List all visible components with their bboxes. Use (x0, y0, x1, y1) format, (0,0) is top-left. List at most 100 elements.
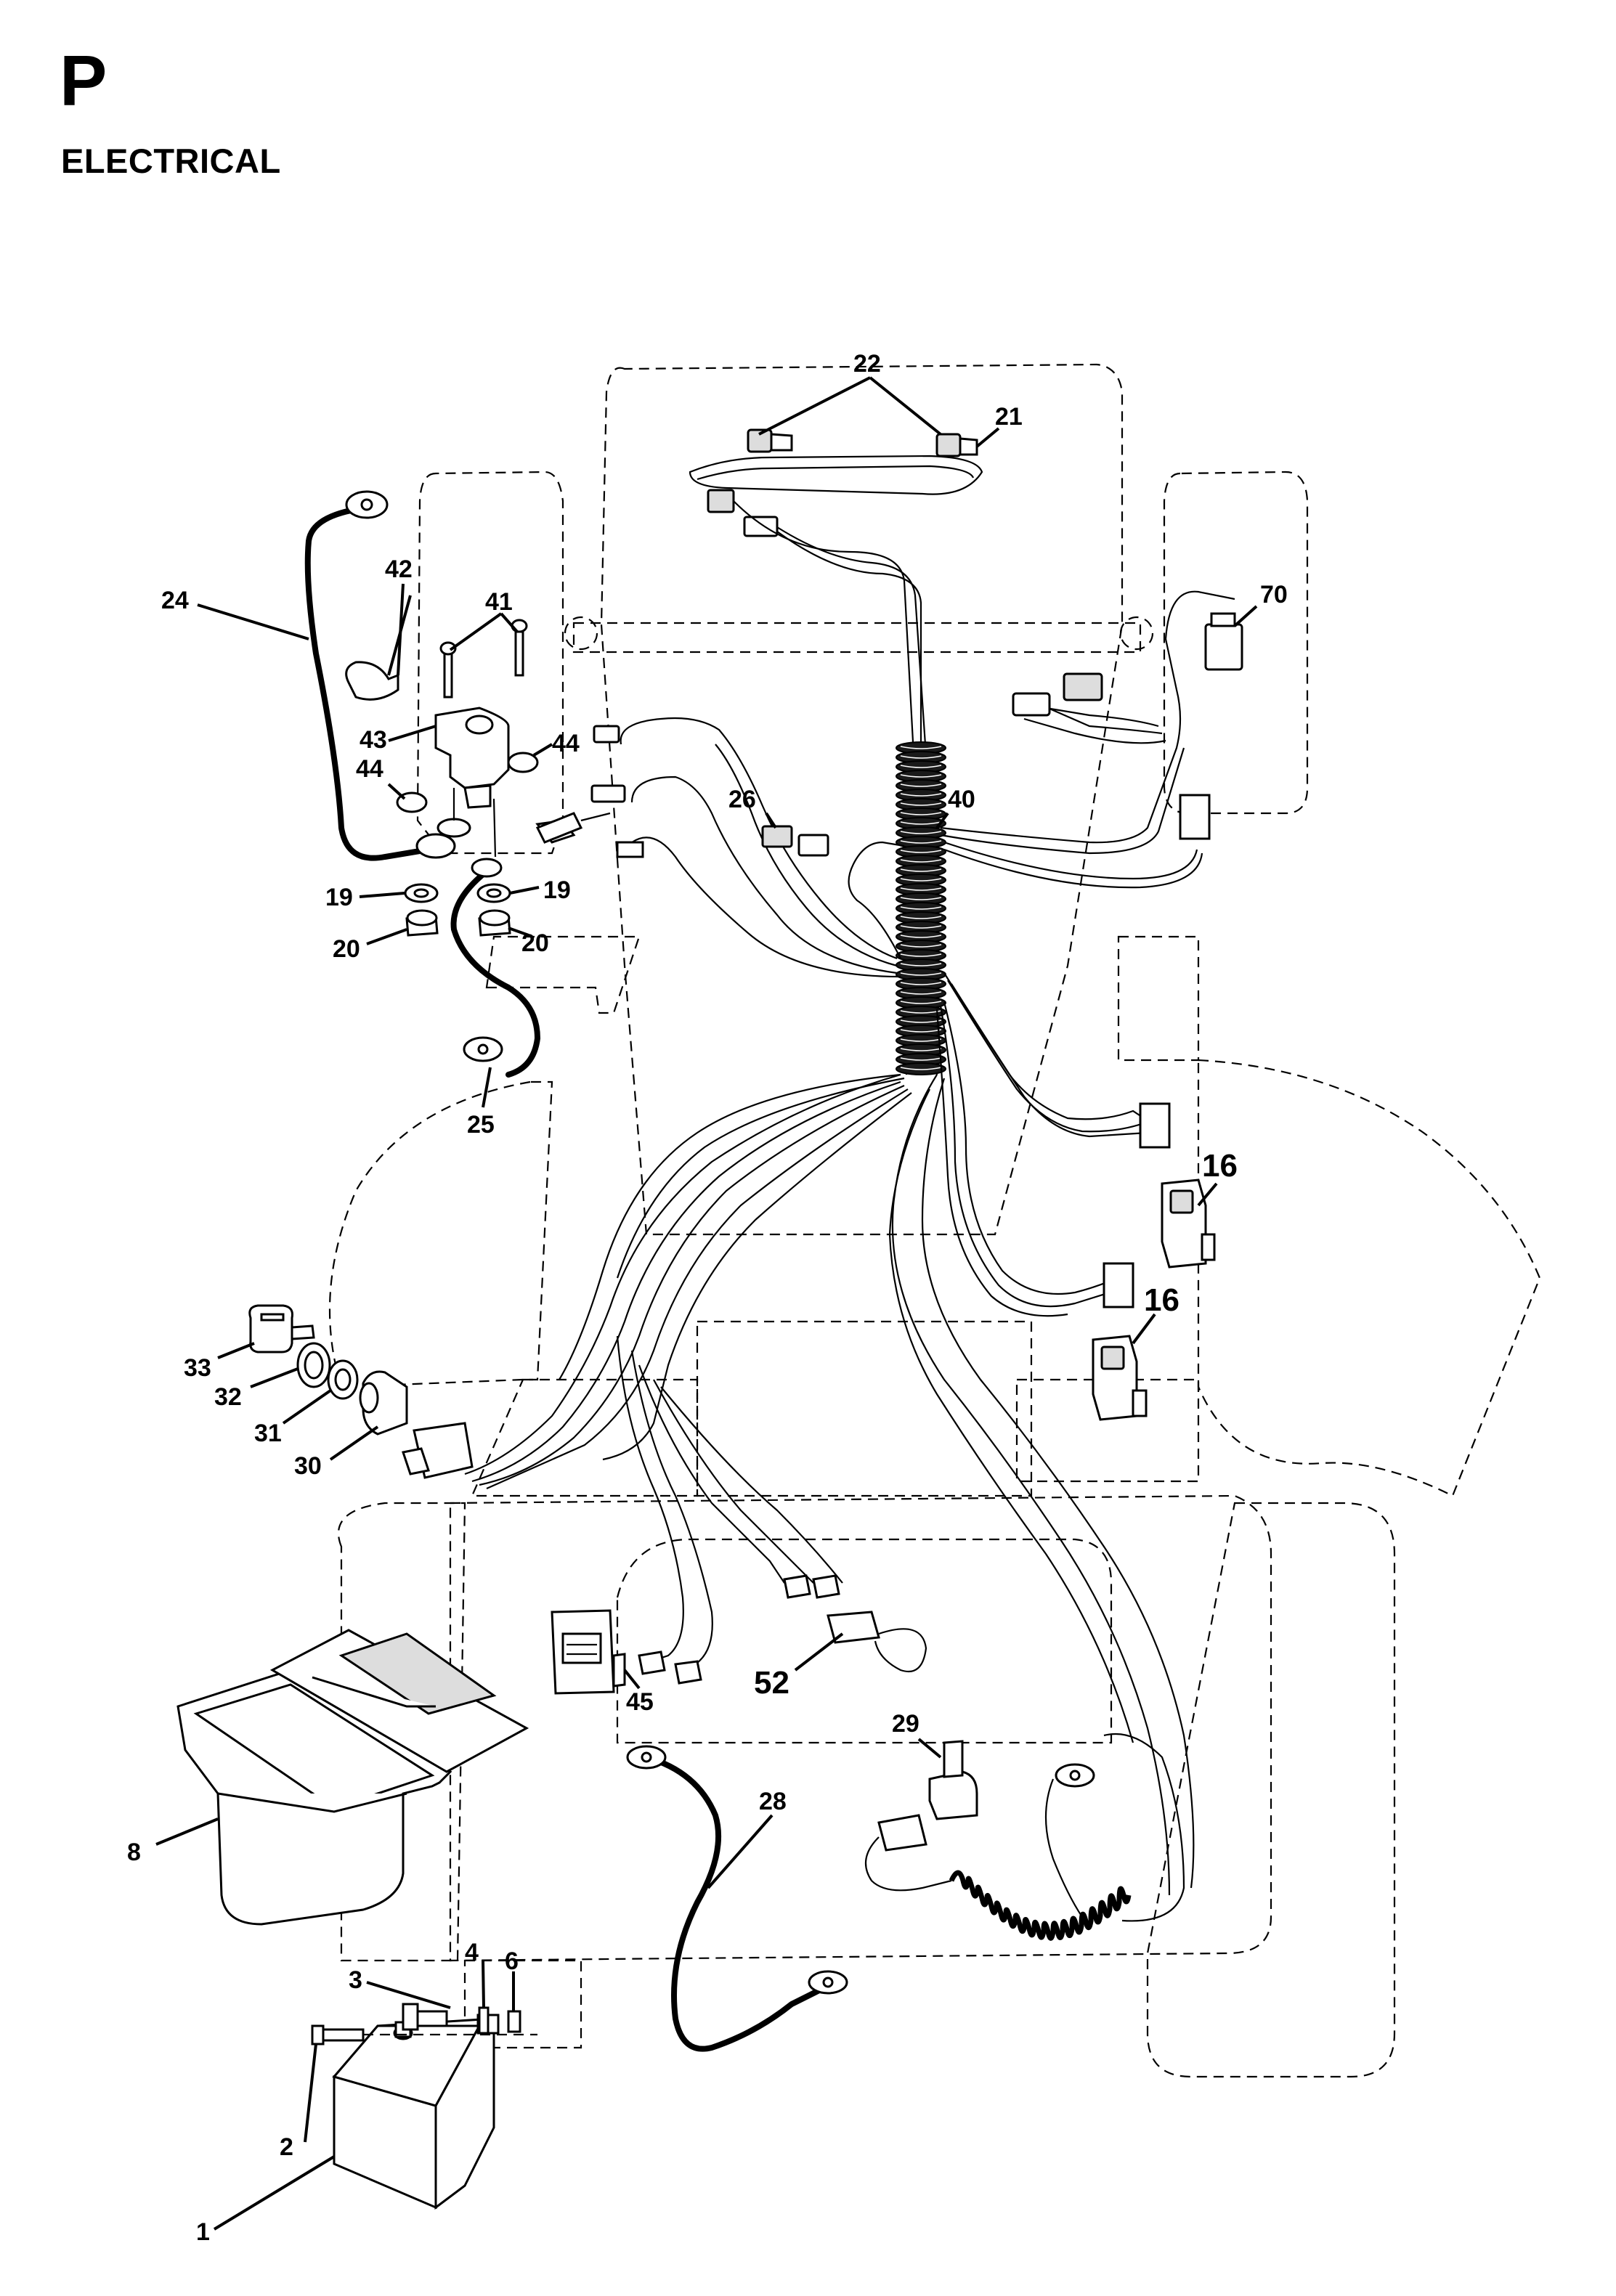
callout-labels: 1 2 3 4 6 8 16 16 19 19 20 20 21 22 24 2… (127, 350, 1288, 2246)
right-harness (940, 590, 1243, 889)
connector-right-side (1179, 794, 1211, 840)
callout-20-right: 20 (521, 929, 549, 957)
callout-44-right: 44 (552, 730, 580, 757)
callout-19-left: 19 (325, 884, 353, 911)
tubing-ring-highlight (900, 953, 942, 957)
leader-lines (155, 376, 1258, 2231)
callout-19-right: 19 (543, 876, 571, 904)
tubing-ring-highlight (900, 783, 942, 787)
callout-45: 45 (626, 1688, 654, 1716)
connector-26a (761, 825, 793, 848)
callout-8: 8 (127, 1839, 141, 1866)
callout-33: 33 (184, 1354, 211, 1382)
bolt-41b (514, 630, 524, 677)
callout-20-left: 20 (333, 935, 360, 963)
lower-frame-right (1146, 1502, 1396, 2078)
tubing-ring-highlight (900, 831, 942, 834)
tubing-ring-highlight (900, 963, 942, 966)
callout-2: 2 (280, 2133, 293, 2161)
battery (311, 2003, 537, 2210)
section-title: ELECTRICAL (61, 142, 281, 180)
cap-42 (345, 661, 399, 701)
battery-cable-24 (304, 505, 431, 861)
tubing-ring-highlight (900, 906, 942, 910)
battery-tray-frame (463, 1959, 582, 2049)
tubing-ring-highlight (900, 774, 942, 778)
callout-41: 41 (485, 588, 513, 616)
key-33 (248, 1304, 293, 1353)
harness-connector-mid (743, 516, 779, 537)
connector-70-lead-b (1012, 692, 1051, 717)
left-fender-frame (416, 471, 564, 855)
headlight-harness (689, 428, 983, 756)
lower-connector-b (812, 1574, 840, 1599)
terminal-24-low (415, 833, 456, 859)
main-harness-trunk (896, 741, 946, 1075)
terminal-25-top (471, 858, 503, 878)
switch-connector-lower (1103, 1262, 1134, 1308)
meter-and-fuse (551, 1609, 927, 1695)
callout-4: 4 (465, 1939, 479, 1966)
tubing-ring-highlight (900, 793, 942, 797)
bolt-41a (443, 652, 453, 699)
callout-42: 42 (385, 555, 413, 583)
switch-16-parts (1092, 1178, 1216, 1421)
callout-25: 25 (467, 1111, 495, 1139)
callout-16-upper: 16 (1202, 1148, 1238, 1184)
seat-connector (877, 1814, 927, 1852)
tubing-ring-highlight (900, 935, 942, 938)
right-wheel-arc (1197, 1059, 1541, 1497)
section-letter: P (60, 41, 107, 121)
pivot-right (1119, 616, 1154, 651)
tubing-ring-highlight (900, 1038, 942, 1042)
tubing-ring-highlight (900, 991, 942, 995)
callout-40: 40 (948, 786, 975, 813)
lower-inner-left (616, 1538, 1113, 1744)
pivot-left (564, 616, 598, 651)
tubing-ring-highlight (900, 850, 942, 853)
switch-connector-upper (1139, 1102, 1171, 1149)
headlight-socket-right (935, 433, 962, 457)
connector-70-lead (1063, 672, 1103, 701)
callout-31: 31 (254, 1420, 282, 1447)
callout-24: 24 (161, 587, 189, 614)
switch-branches (935, 972, 1171, 1317)
ignition-parts (248, 1304, 408, 1436)
tubing-ring-highlight (900, 755, 942, 759)
cable-28 (626, 1745, 848, 2052)
terminal-mid (437, 818, 471, 838)
loop-52 (874, 1628, 927, 1672)
tubing-ring-highlight (900, 878, 942, 882)
tubing-ring-highlight (900, 897, 942, 900)
tubing-ring-highlight (900, 802, 942, 806)
callout-52: 52 (754, 1665, 789, 1701)
dash-crossbar (572, 622, 1142, 654)
seat-base-right (1015, 1378, 1200, 1483)
tubing-ring-highlight (900, 746, 942, 749)
tubing-ring-highlight (900, 972, 942, 976)
cable-25 (450, 868, 541, 1078)
callout-29: 29 (892, 1710, 919, 1738)
tubing-ring-highlight (900, 1001, 942, 1004)
lower-connector-d (674, 1660, 702, 1685)
callout-22: 22 (853, 350, 881, 378)
nut-44b (507, 752, 539, 773)
tubing-ring-highlight (900, 1067, 942, 1070)
tubing-ring-highlight (900, 821, 942, 825)
seat-switch-assembly (864, 1733, 1185, 1941)
callout-44-left: 44 (356, 755, 383, 783)
tubing-ring-highlight (900, 1057, 942, 1061)
callout-28: 28 (759, 1788, 787, 1815)
tubing-ring-highlight (900, 868, 942, 872)
callout-70: 70 (1260, 581, 1288, 608)
tubing-ring-highlight (900, 765, 942, 768)
lower-connector-a (783, 1574, 811, 1599)
coil-cord (949, 1870, 1132, 1941)
bolt-2 (311, 2024, 325, 2045)
callout-30: 30 (294, 1452, 322, 1480)
battery-tray (176, 1629, 529, 1926)
tubing-ring-highlight (900, 840, 942, 844)
tubing-ring-highlight (900, 925, 942, 929)
seat-base-center (696, 1320, 1033, 1497)
